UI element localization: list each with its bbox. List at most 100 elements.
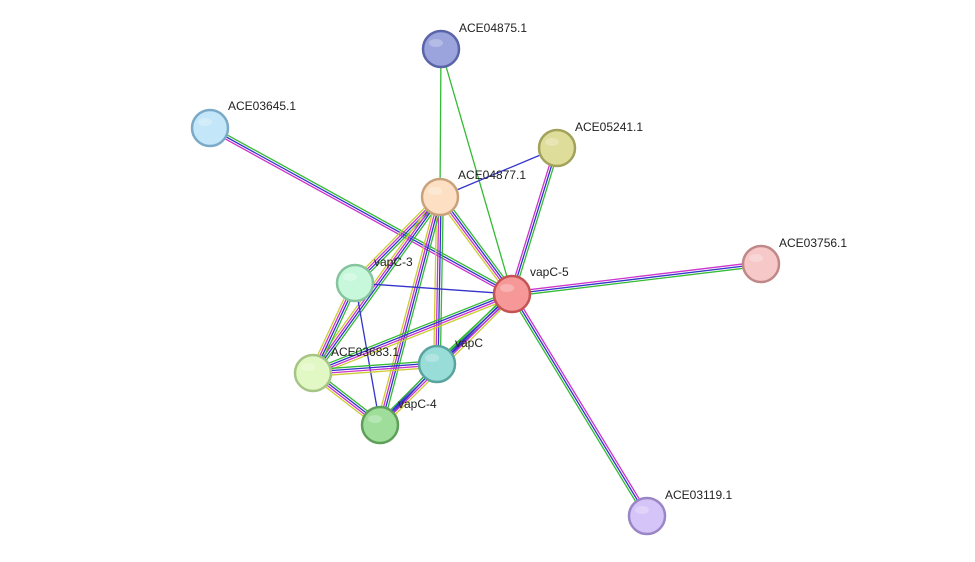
edge-evidence-line — [509, 147, 556, 294]
edge-vapC-3-vapC-4 — [354, 282, 381, 426]
node-highlight — [749, 254, 763, 262]
node-vapC[interactable]: vapC — [417, 336, 483, 384]
edge-evidence-line — [313, 366, 438, 377]
edge-ACE03645-vapC-5 — [208, 125, 514, 297]
edge-ACE03683-vapC-5 — [311, 290, 514, 377]
node-label: ACE03683.1 — [331, 345, 399, 359]
node-ACE04875[interactable]: ACE04875.1 — [421, 21, 527, 69]
node-circle[interactable] — [335, 263, 375, 303]
edge-evidence-line — [439, 197, 444, 365]
edge-evidence-line — [312, 292, 512, 373]
node-circle[interactable] — [741, 244, 781, 284]
edge-evidence-line — [513, 292, 650, 516]
edge-evidence-line — [315, 198, 444, 376]
edge-evidence-line — [435, 196, 440, 364]
edge-evidence-line — [312, 362, 437, 373]
edge-vapC-3-vapC-5 — [354, 282, 513, 295]
node-highlight — [500, 284, 514, 292]
edge-evidence-line — [511, 293, 648, 517]
node-ACE03119[interactable]: ACE03119.1 — [627, 488, 732, 536]
edge-evidence-line — [440, 48, 513, 295]
node-highlight — [545, 138, 559, 146]
edge-evidence-line — [376, 195, 438, 425]
node-label: vapC — [455, 336, 483, 350]
node-highlight — [429, 39, 443, 47]
edge-evidence-line — [439, 48, 442, 198]
node-vapC-3[interactable]: vapC-3 — [335, 255, 413, 303]
node-label: ACE03756.1 — [779, 236, 847, 250]
node-highlight — [343, 273, 357, 281]
node-highlight — [368, 415, 382, 423]
node-label: ACE03645.1 — [228, 99, 296, 113]
node-ACE03645[interactable]: ACE03645.1 — [190, 99, 296, 148]
node-label: vapC-3 — [374, 255, 413, 269]
edge-evidence-line — [511, 147, 558, 295]
node-label: ACE04875.1 — [459, 21, 527, 35]
edge-evidence-line — [313, 296, 514, 377]
edge-evidence-line — [439, 147, 558, 198]
edge-evidence-line — [355, 197, 442, 285]
node-label: ACE03119.1 — [665, 488, 732, 502]
edge-evidence-line — [311, 290, 512, 371]
edge-evidence-line — [352, 194, 439, 282]
edge-evidence-line — [436, 198, 510, 297]
edge-evidence-line — [437, 197, 442, 365]
edge-ACE05241-vapC-5 — [509, 147, 560, 295]
node-circle[interactable] — [417, 344, 457, 384]
node-vapC-4[interactable]: vapC-4 — [360, 397, 437, 445]
edge-evidence-line — [378, 196, 440, 425]
node-circle[interactable] — [293, 353, 333, 393]
edge-ACE03756-vapC-5 — [511, 261, 762, 297]
node-ACE03756[interactable]: ACE03756.1 — [741, 236, 847, 284]
node-label: ACE05241.1 — [575, 120, 643, 134]
node-highlight — [428, 187, 442, 195]
edge-evidence-line — [513, 148, 560, 295]
node-highlight — [301, 363, 315, 371]
node-circle[interactable] — [190, 108, 230, 148]
node-highlight — [635, 506, 649, 514]
edge-evidence-line — [210, 125, 514, 293]
node-highlight — [198, 118, 212, 126]
nodes-layer: ACE04875.1ACE03645.1ACE05241.1ACE04877.1… — [190, 21, 847, 536]
node-ACE03683[interactable]: ACE03683.1 — [293, 345, 399, 393]
edge-evidence-line — [354, 282, 513, 295]
edge-evidence-line — [512, 265, 762, 297]
edge-evidence-line — [382, 197, 444, 427]
edge-evidence-line — [313, 294, 513, 375]
edges-layer — [208, 48, 762, 518]
edge-ACE04877-vapC-5 — [436, 194, 516, 297]
node-vapC-5[interactable]: vapC-5 — [492, 265, 569, 314]
edge-evidence-line — [313, 364, 438, 375]
node-circle[interactable] — [421, 29, 461, 69]
edge-evidence-line — [353, 195, 440, 283]
edge-evidence-line — [509, 294, 646, 518]
edge-evidence-line — [442, 194, 516, 293]
node-label: vapC-4 — [398, 397, 437, 411]
edge-ACE04875-ACE04877 — [439, 48, 442, 198]
node-ACE05241[interactable]: ACE05241.1 — [537, 120, 643, 168]
node-circle[interactable] — [492, 274, 532, 314]
node-circle[interactable] — [420, 177, 460, 217]
edge-ACE04877-vapC-4 — [376, 195, 444, 427]
edge-ACE04877-vapC-3 — [352, 194, 443, 286]
node-circle[interactable] — [627, 496, 667, 536]
node-circle[interactable] — [360, 405, 400, 445]
edge-evidence-line — [511, 263, 762, 295]
node-ACE04877[interactable]: ACE04877.1 — [420, 168, 526, 217]
edge-evidence-line — [208, 129, 512, 297]
edge-ACE03683-vapC — [312, 360, 438, 377]
edge-ACE05241-ACE04877 — [439, 147, 558, 198]
edge-evidence-line — [313, 197, 442, 375]
edge-ACE03119-vapC-5 — [509, 292, 650, 518]
edge-evidence-line — [209, 127, 513, 295]
node-label: ACE04877.1 — [458, 168, 526, 182]
node-highlight — [425, 354, 439, 362]
edge-evidence-line — [380, 197, 442, 426]
edge-evidence-line — [511, 261, 761, 293]
edge-evidence-line — [312, 360, 437, 371]
node-circle[interactable] — [537, 128, 577, 168]
edge-ACE04875-vapC-5 — [440, 48, 513, 295]
edge-evidence-line — [356, 198, 443, 286]
edge-evidence-line — [438, 197, 512, 296]
